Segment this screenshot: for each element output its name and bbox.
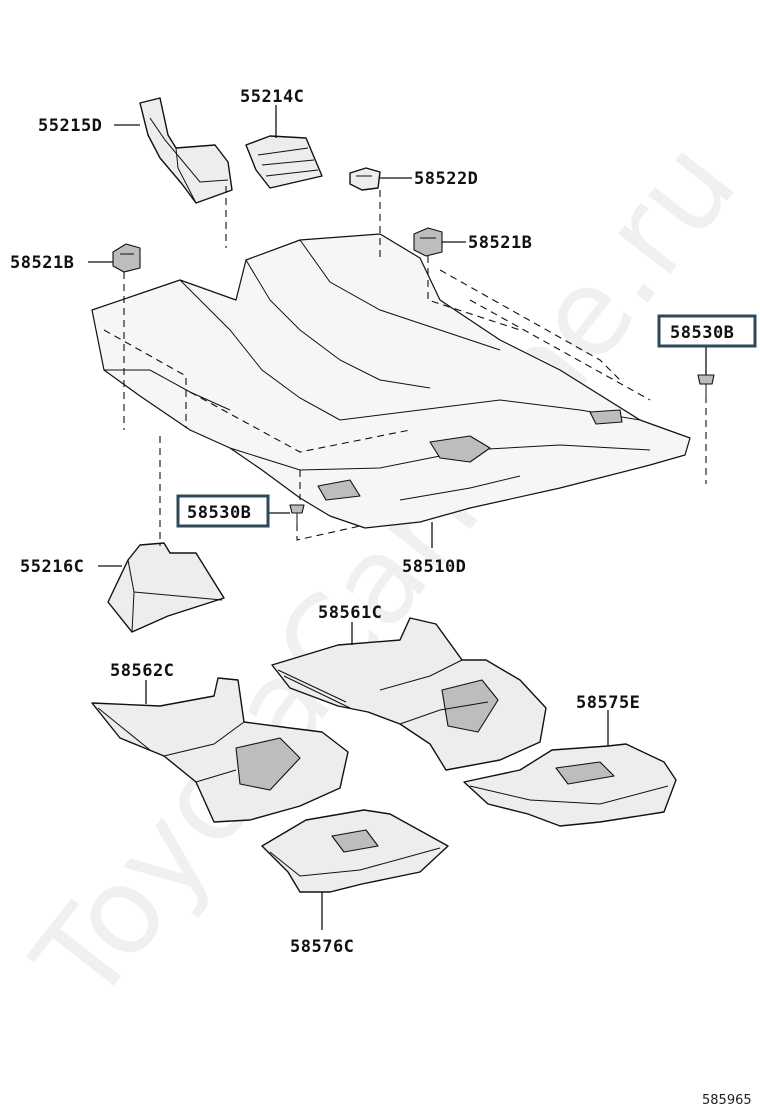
callout-58510D[interactable]: 58510D [402,557,466,577]
part-58510D-drawing [91,233,691,529]
callout-58530B-left[interactable]: 58530B [187,503,251,523]
leader-lines [88,105,707,930]
callout-58530B-right[interactable]: 58530B [670,323,734,343]
callout-58521B-right[interactable]: 58521B [468,233,532,253]
part-58522D-drawing [349,167,381,191]
callout-58530B-right-box [657,314,757,348]
part-58561C-drawing [271,617,547,771]
part-58521B-right-drawing [413,227,443,257]
part-58576C-drawing [261,809,449,893]
part-55216C-drawing [107,542,225,633]
callout-58562C[interactable]: 58562C [110,661,174,681]
part-58530B-right-drawing [697,374,715,396]
callout-58530B-left-box [176,494,270,528]
part-58530B-left-drawing [289,504,305,524]
callout-55215D[interactable]: 55215D [38,116,102,136]
callout-58576C[interactable]: 58576C [290,937,354,957]
callout-58561C[interactable]: 58561C [318,603,382,623]
diagram-code: 585965 [702,1093,752,1108]
callout-58521B-left[interactable]: 58521B [10,253,74,273]
part-58562C-drawing [91,677,349,823]
callout-58575E[interactable]: 58575E [576,693,640,713]
part-58521B-left-drawing [112,243,141,273]
callout-58522D[interactable]: 58522D [414,169,478,189]
dashed-assembly-lines [103,186,707,546]
part-58575E-drawing [463,743,677,827]
part-55215D-drawing [139,97,233,204]
part-55214C-drawing [245,135,323,189]
callout-55216C[interactable]: 55216C [20,557,84,577]
callout-55214C[interactable]: 55214C [240,87,304,107]
